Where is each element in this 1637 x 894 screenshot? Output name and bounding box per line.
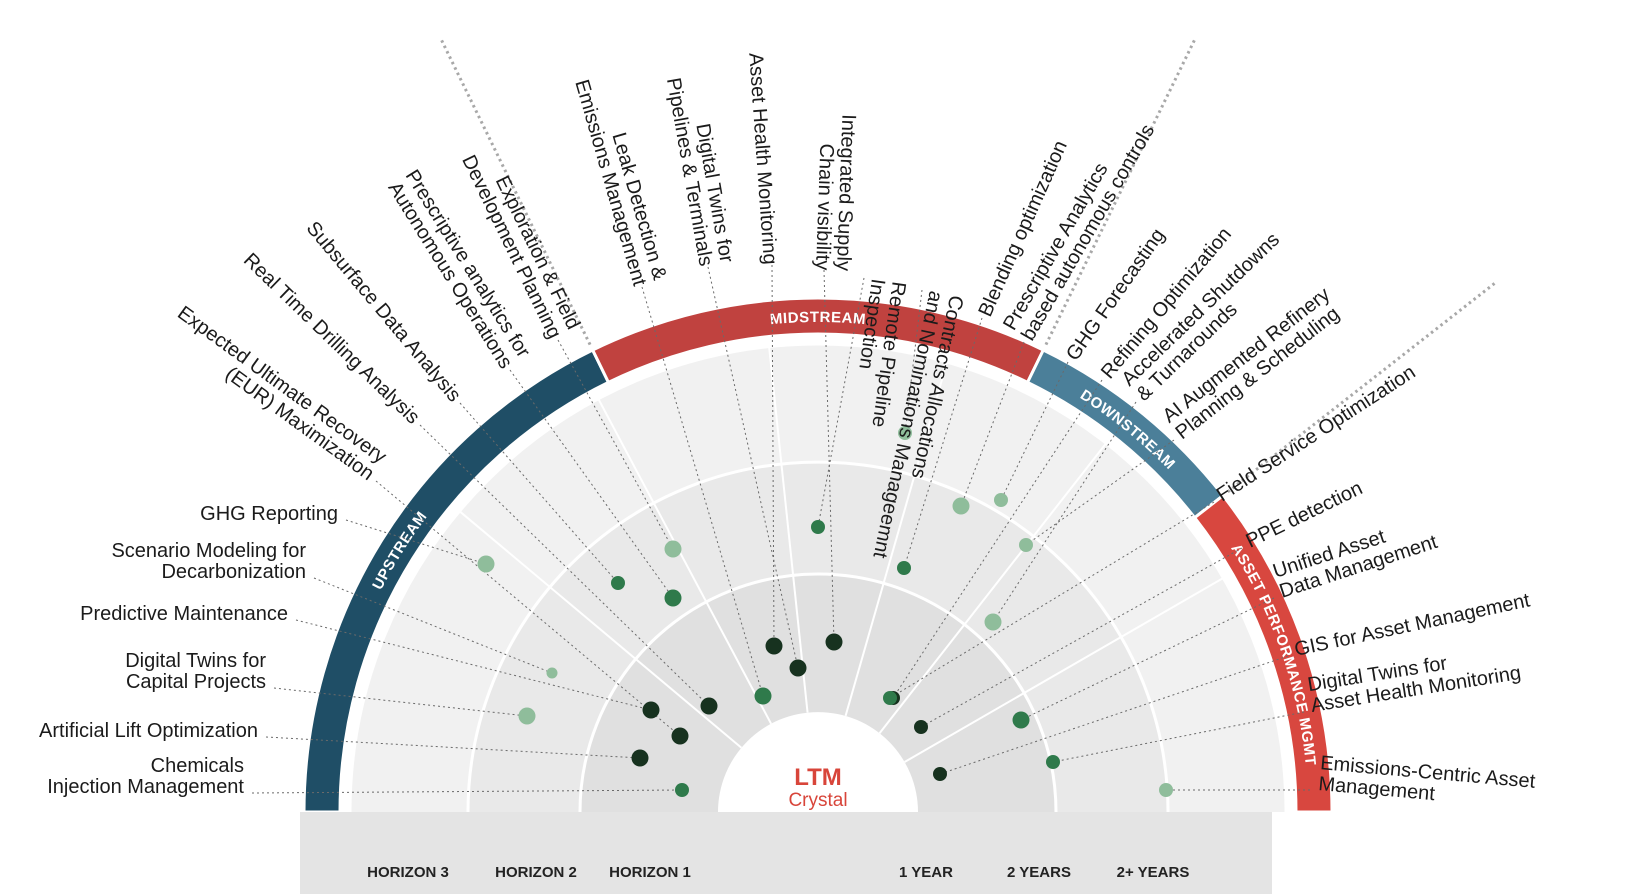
leader-line	[920, 547, 1243, 728]
item-dot[interactable]	[811, 520, 825, 534]
leader-line	[295, 619, 652, 711]
segment-apm	[1192, 493, 1334, 814]
leader-line	[419, 424, 710, 707]
horizon-axis: HORIZON 3 HORIZON 2 HORIZON 1 1 YEAR 2 YEARS…	[300, 812, 1272, 894]
item-dot[interactable]	[1046, 755, 1060, 769]
item-dot[interactable]	[789, 659, 807, 677]
leader-line	[771, 264, 775, 647]
leader-line	[817, 277, 865, 528]
item-dot[interactable]	[883, 691, 897, 705]
item-dot[interactable]	[898, 426, 912, 440]
item-dot[interactable]	[765, 637, 783, 655]
item-dot[interactable]	[897, 561, 911, 575]
item-dot[interactable]	[700, 697, 718, 715]
item-dot[interactable]	[631, 749, 649, 767]
leader-line	[1000, 361, 1069, 501]
item-dot[interactable]	[675, 783, 689, 797]
segment-label-midstream: MIDSTREAM	[769, 309, 866, 328]
leader-line	[903, 317, 983, 569]
item-dot[interactable]	[518, 707, 536, 725]
item-dot[interactable]	[611, 576, 625, 590]
item-label[interactable]: Predictive Maintenance	[80, 603, 288, 625]
leader-line	[509, 369, 674, 599]
item-dot[interactable]	[754, 687, 772, 705]
horizon-label: HORIZON 1	[609, 864, 691, 881]
item-dot[interactable]	[671, 727, 689, 745]
item-dot[interactable]	[664, 589, 682, 607]
item-label[interactable]: Asset Health Monitoring	[744, 52, 781, 265]
item-label[interactable]: Leak Detection &Emissions Management	[570, 71, 670, 289]
item-dot[interactable]	[914, 720, 928, 734]
horizon-label: HORIZON 3	[367, 864, 449, 881]
item-label[interactable]: Integrated SupplyChain visibility	[811, 113, 859, 271]
horizon-label: HORIZON 2	[495, 864, 577, 881]
item-dot[interactable]	[952, 497, 970, 515]
logo-name: LTM	[794, 764, 842, 791]
leader-line	[823, 269, 835, 643]
leader-line	[939, 655, 1289, 775]
item-dot[interactable]	[477, 555, 495, 573]
leader-line	[892, 379, 1103, 699]
leader-line	[707, 266, 799, 669]
leader-line	[904, 289, 923, 434]
item-label[interactable]: Emissions-Centric AssetManagement	[1318, 752, 1537, 814]
leader-line	[1020, 597, 1275, 721]
horizon-label: 2+ YEARS	[1117, 864, 1190, 881]
horizon-label: 2 YEARS	[1007, 864, 1071, 881]
item-dot[interactable]	[1019, 538, 1033, 552]
item-dot[interactable]	[1012, 711, 1030, 729]
item-dot[interactable]	[933, 767, 947, 781]
item-dot[interactable]	[642, 701, 660, 719]
leader-line	[992, 401, 1137, 623]
leader-line	[1025, 439, 1175, 546]
horizon-label: 1 YEAR	[899, 864, 953, 881]
section-dividers	[439, 38, 1497, 494]
item-dot[interactable]	[546, 667, 558, 679]
item-dot[interactable]	[1159, 783, 1173, 797]
item-label[interactable]: GHG Reporting	[200, 503, 338, 525]
item-dot[interactable]	[664, 540, 682, 558]
item-dot[interactable]	[984, 613, 1002, 631]
leader-line	[641, 286, 764, 697]
item-dot[interactable]	[994, 493, 1008, 507]
item-label[interactable]: Artificial Lift Optimization	[39, 720, 258, 742]
item-label[interactable]: Digital Twins forAsset Health Monitoring	[1306, 641, 1522, 717]
leader-line	[375, 480, 681, 737]
item-label[interactable]: Expected Ultimate Recovery(EUR) Maximiza…	[161, 302, 390, 485]
leader-lines	[251, 264, 1310, 794]
horizon-rings	[340, 334, 1296, 813]
item-dot[interactable]	[825, 633, 843, 651]
leader-line	[960, 341, 1025, 507]
item-dots	[477, 426, 1173, 797]
logo-sub: Crystal	[788, 790, 847, 811]
radial-guides	[458, 346, 1224, 763]
leader-line	[251, 789, 683, 794]
leader-line	[889, 501, 1215, 699]
item-label[interactable]: Digital Twins forPipelines & Terminals	[662, 72, 738, 268]
item-label[interactable]: GIS for Asset Management	[1292, 589, 1532, 661]
